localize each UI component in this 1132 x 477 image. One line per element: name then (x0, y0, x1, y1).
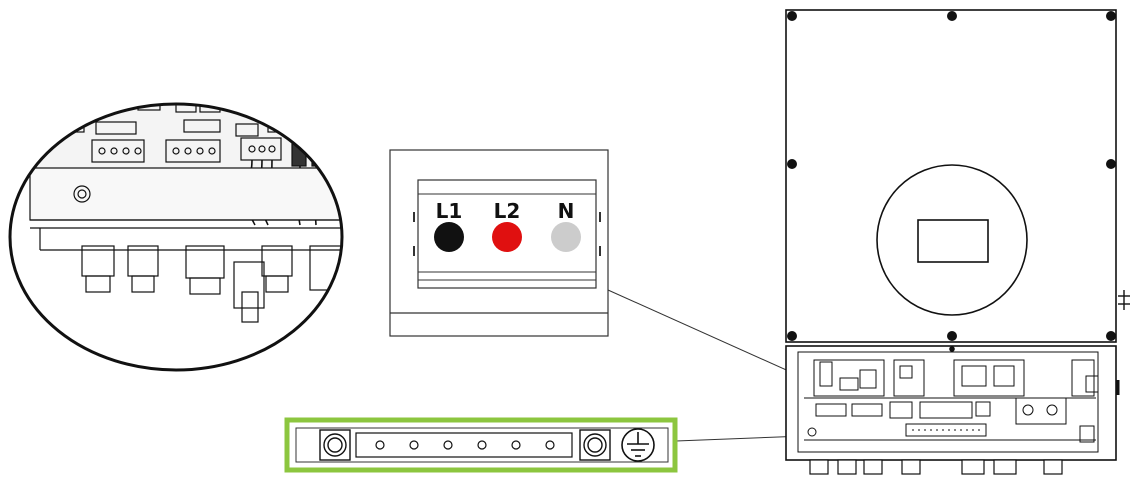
terminal-screw-icon (319, 429, 351, 461)
terminal-label-n: N (558, 199, 575, 223)
terminal-l2 (492, 222, 522, 252)
terminal-label-l2: L2 (494, 199, 521, 223)
magnified-detail-view (8, 102, 344, 372)
terminal-n (551, 222, 581, 252)
terminal-callout: L1 L2 N (389, 149, 609, 337)
ground-symbol-icon (621, 428, 655, 462)
lcd-screen (917, 219, 989, 263)
cable-glands (39, 228, 342, 323)
terminal-label-l1: L1 (436, 199, 463, 223)
terminal-screw-icon (579, 429, 611, 461)
ground-bar (355, 432, 573, 458)
terminal-l1 (434, 222, 464, 252)
ground-bar-callout (284, 417, 678, 473)
compartment-boards (804, 359, 1099, 443)
mounting-screws (787, 11, 1116, 341)
side-fitting (1118, 290, 1130, 310)
inverter-unit (785, 9, 1130, 475)
display-bezel (876, 164, 1028, 316)
ground-bar-holes (375, 440, 555, 450)
wiring-compartment (785, 345, 1117, 461)
unit-cable-glands (809, 459, 1063, 475)
